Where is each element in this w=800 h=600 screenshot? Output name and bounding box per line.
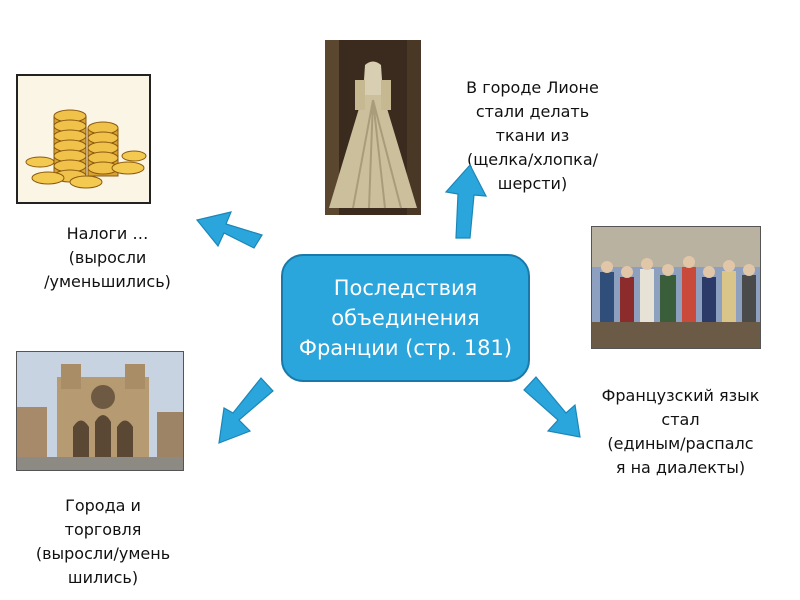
arrow-to-taxes — [195, 211, 263, 249]
label-taxes: Налоги … (выросли /уменьшились) — [44, 224, 171, 291]
arrow-to-french-language — [523, 376, 581, 438]
arrow-to-lyon — [444, 163, 488, 239]
label-lyon-fabrics: В городе Лионе стали делать ткани из (ще… — [466, 78, 599, 193]
coins-icon — [16, 74, 151, 204]
label-cities-trade: Города и торговля (выросли/умень шились) — [35, 496, 171, 587]
assembly-painting — [591, 226, 761, 349]
arrow-to-cities — [218, 377, 274, 444]
dress-photo — [325, 40, 421, 215]
label-french-language: Французский язык стал (единым/распалс я … — [601, 386, 760, 477]
center-topic-text: Последствия объединения Франции (стр. 18… — [298, 276, 513, 360]
center-topic-box: Последствия объединения Франции (стр. 18… — [281, 254, 530, 382]
cathedral-photo — [16, 351, 184, 471]
